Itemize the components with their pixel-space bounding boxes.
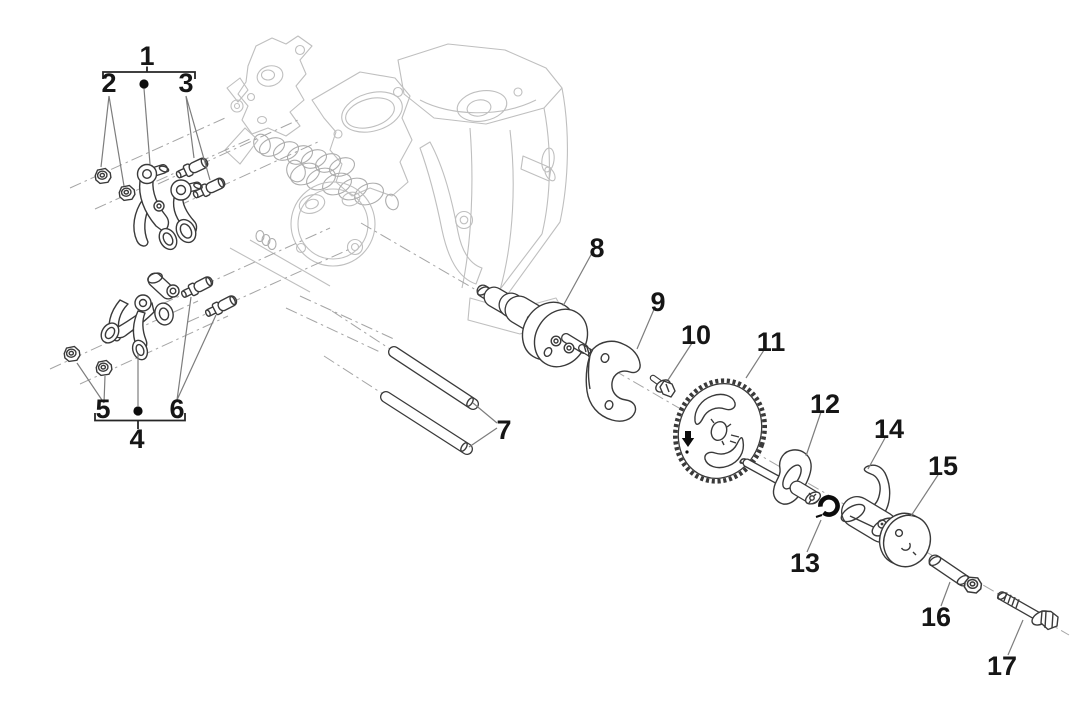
callout-number-13[interactable]: 13 [790, 548, 820, 578]
adjuster-pin [178, 273, 216, 302]
callout-number-10[interactable]: 10 [681, 320, 711, 350]
drive-shaft-stirrup [739, 449, 822, 505]
callout-number-6[interactable]: 6 [169, 394, 184, 424]
callout-number-8[interactable]: 8 [589, 233, 604, 263]
camshaft [476, 284, 597, 368]
callout-number-5[interactable]: 5 [95, 394, 110, 424]
camshaft-retaining-plate [585, 340, 641, 422]
rocker-arm-shafts [380, 346, 479, 455]
callout-number-9[interactable]: 9 [650, 287, 665, 317]
bracket-dot-1 [139, 79, 149, 89]
callout-number-3[interactable]: 3 [178, 68, 193, 98]
callout-number-17[interactable]: 17 [987, 651, 1017, 681]
lock-nut [117, 184, 137, 202]
callout-number-12[interactable]: 12 [810, 389, 840, 419]
adjuster-pin [202, 292, 240, 321]
callout-number-1[interactable]: 1 [139, 41, 154, 71]
long-hex-bolt [996, 591, 1059, 631]
bracket-group-1 [102, 66, 196, 79]
callout-numbers: 1 2 3 4 5 6 7 8 9 10 11 12 13 14 15 16 1… [95, 41, 1017, 681]
callout-number-4[interactable]: 4 [129, 424, 144, 454]
cam-disc-plate [878, 512, 932, 568]
rocker-arm-assembly-upper [93, 155, 228, 251]
callout-number-2[interactable]: 2 [101, 68, 116, 98]
callout-number-7[interactable]: 7 [496, 415, 511, 445]
cylinder-head-ghost [224, 35, 568, 353]
bracket-dot-4 [133, 406, 143, 416]
timing-mark-arrow-icon [681, 431, 695, 447]
valve-spring-ghost [253, 133, 399, 211]
callout-number-15[interactable]: 15 [928, 451, 958, 481]
spacer-sleeve [928, 554, 983, 595]
callout-number-14[interactable]: 14 [874, 414, 904, 444]
lock-nut [94, 359, 114, 377]
lock-nut [93, 167, 113, 185]
callout-number-11[interactable]: 11 [757, 327, 786, 357]
timing-sprocket [672, 378, 768, 484]
bracket-group-4 [94, 413, 186, 429]
callout-leaders [76, 66, 1024, 656]
circlip [815, 495, 840, 518]
lock-nut [62, 345, 82, 363]
rocker-arm-assembly-lower [62, 272, 240, 377]
callout-number-16[interactable]: 16 [921, 602, 951, 632]
plate-bolt [649, 374, 676, 398]
